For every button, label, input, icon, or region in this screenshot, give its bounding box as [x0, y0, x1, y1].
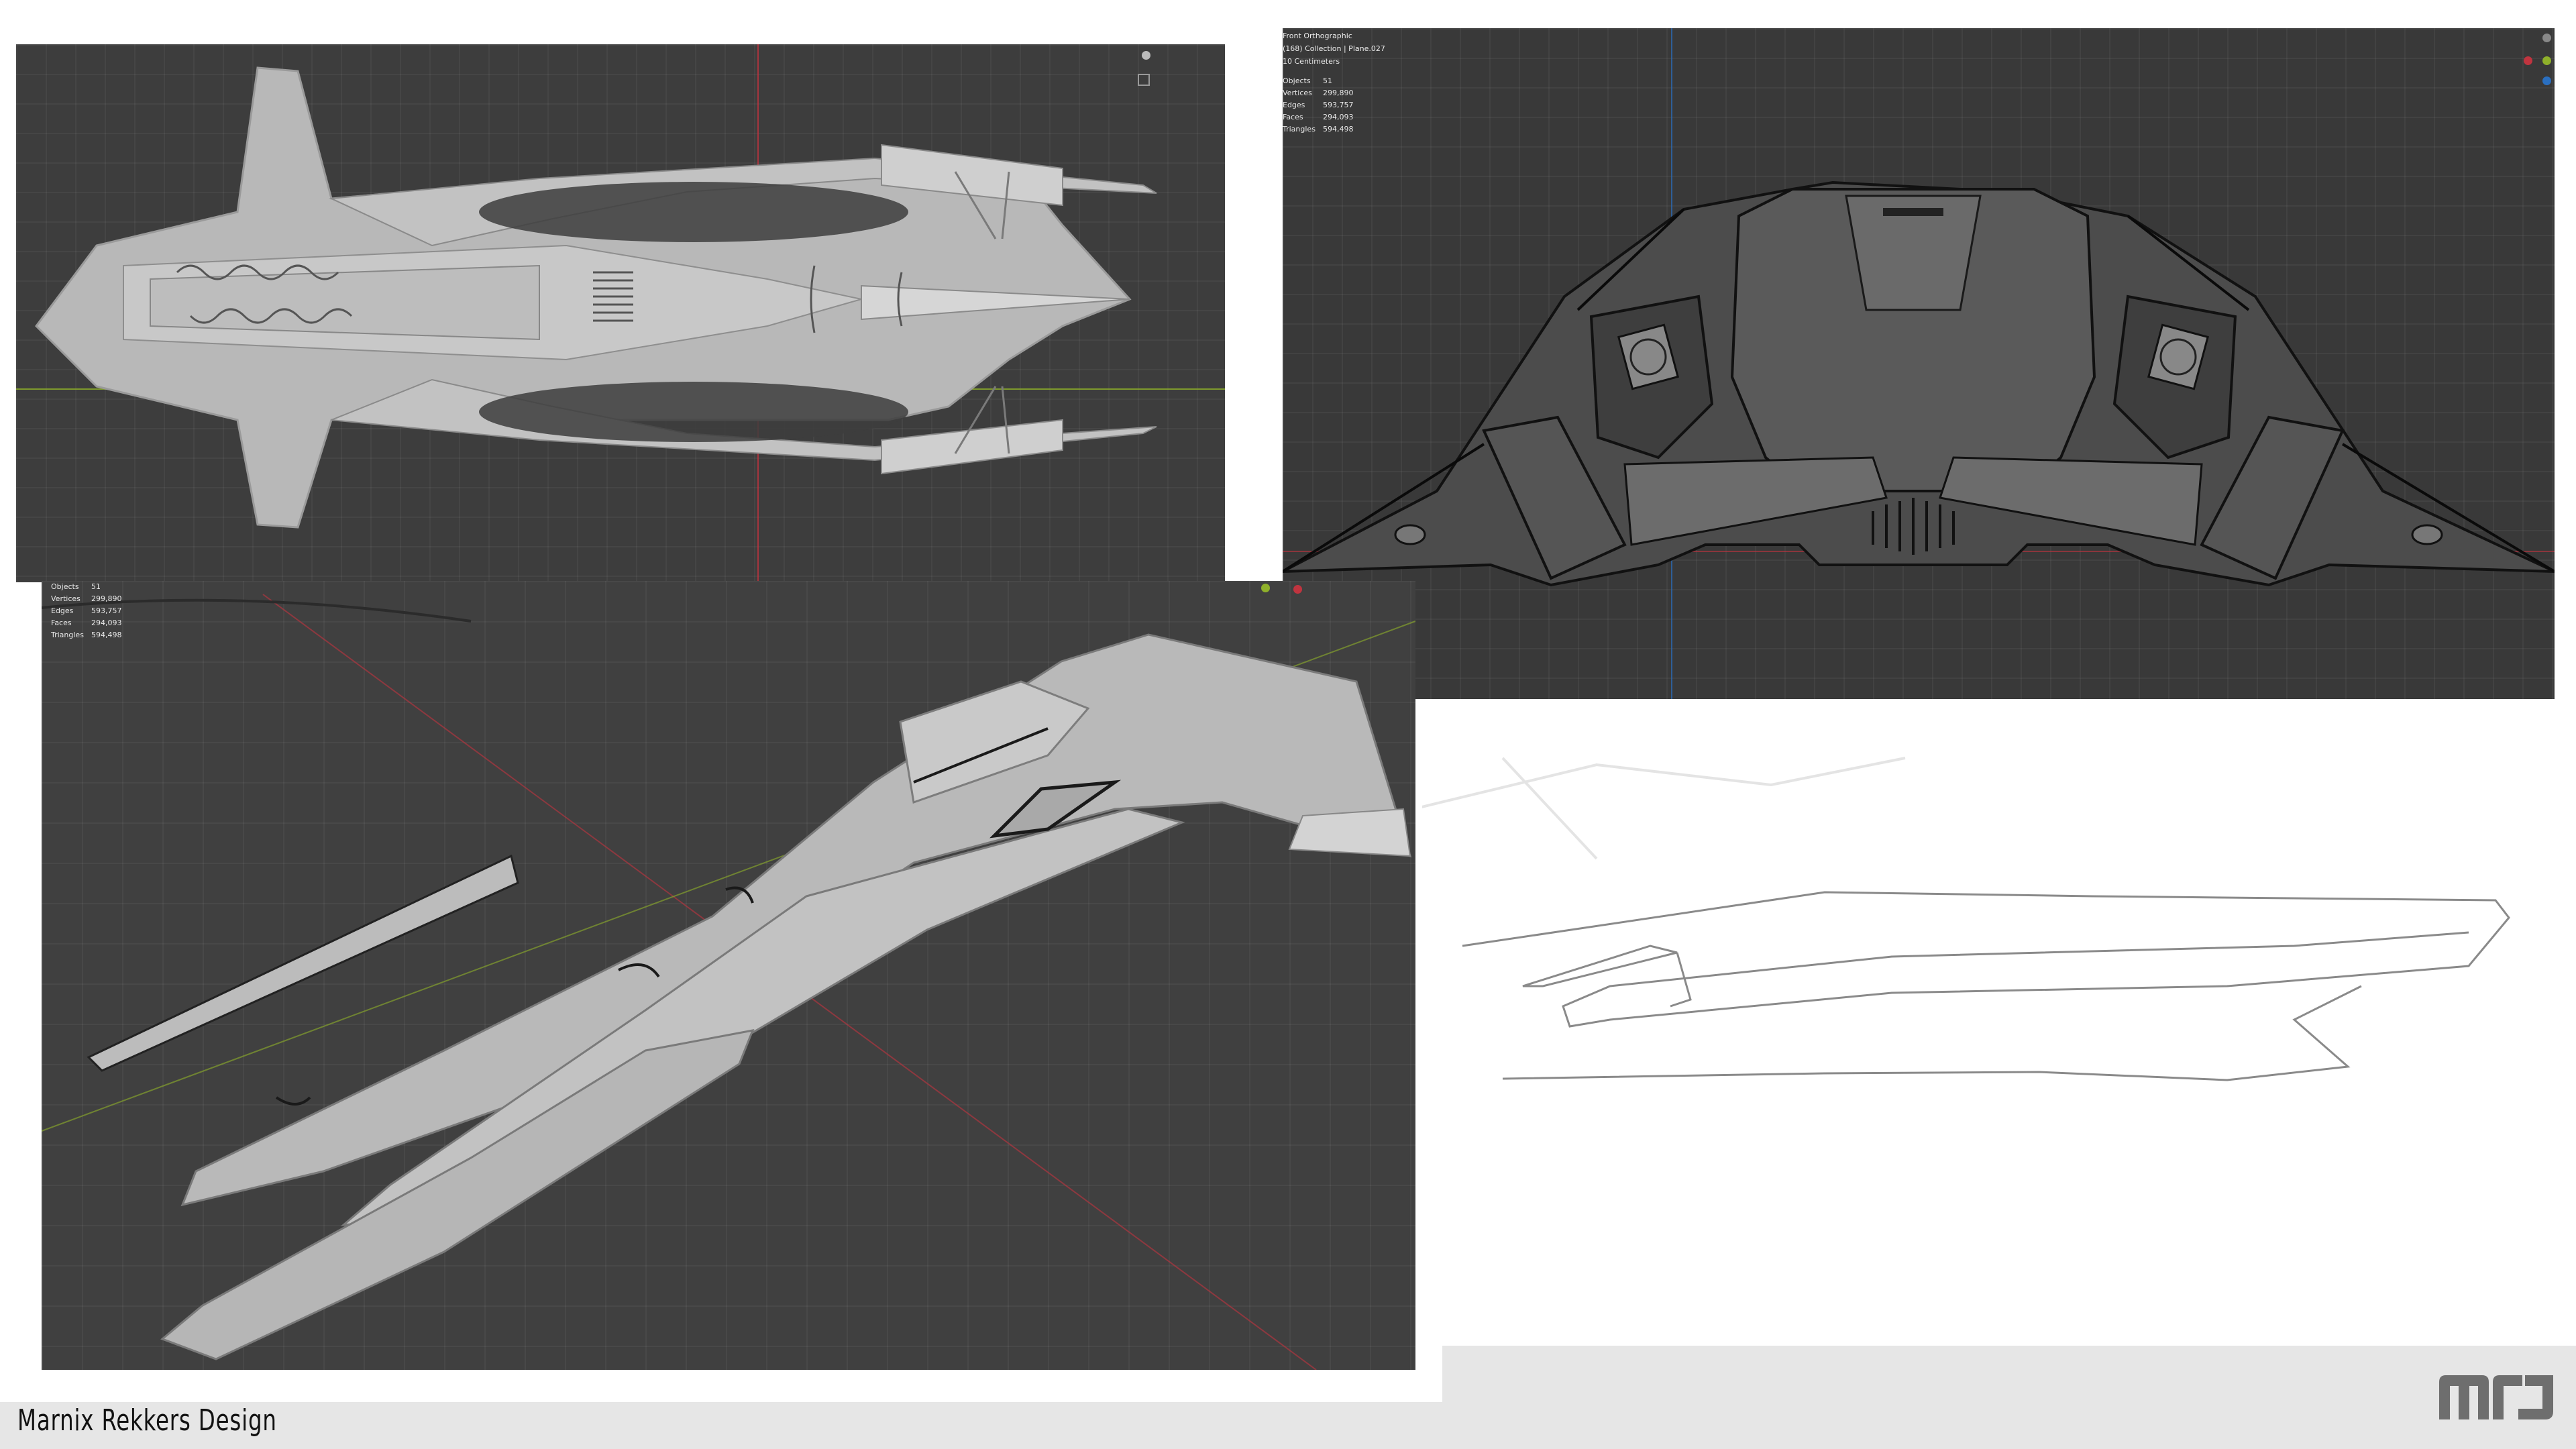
collection-name: (168) Collection | Plane.027	[1283, 44, 1385, 53]
viewport-perspective-view[interactable]: Objects 51 Vertices 299,890 Edges 593,757 F…	[42, 581, 1415, 1370]
stat-value: 594,498	[91, 631, 122, 639]
stat-label: Triangles	[51, 631, 84, 639]
stat-value: 294,093	[1323, 113, 1354, 121]
footer-band-left	[0, 1402, 1442, 1449]
stats-overlay: Objects 51 Vertices 299,890 Edges 593,757 F…	[1283, 75, 1354, 136]
front-view-model	[1283, 28, 2555, 699]
viewport-header: Front Orthographic (168) Collection | Pl…	[1283, 30, 1385, 68]
grid-toggle-icon[interactable]	[1138, 74, 1150, 86]
nav-gizmo-icon[interactable]	[1142, 51, 1150, 60]
scale-label: 10 Centimeters	[1283, 57, 1340, 66]
viewport-front-view[interactable]: Front Orthographic (168) Collection | Pl…	[1283, 28, 2555, 699]
stat-label: Edges	[1283, 101, 1305, 109]
stat-label: Vertices	[51, 594, 80, 603]
stat-label: Triangles	[1283, 125, 1316, 133]
top-view-model	[16, 44, 1225, 582]
axis-y-icon[interactable]	[2542, 56, 2551, 65]
footer-band-right	[1442, 1346, 2576, 1449]
stat-label: Vertices	[1283, 89, 1312, 97]
stat-value: 593,757	[1323, 101, 1354, 109]
axis-y-icon[interactable]	[1261, 584, 1270, 592]
stat-value: 299,890	[1323, 89, 1354, 97]
stat-label: Objects	[1283, 76, 1311, 85]
stat-label: Faces	[51, 619, 72, 627]
stats-overlay: Objects 51 Vertices 299,890 Edges 593,757 F…	[51, 581, 122, 641]
stat-value: 294,093	[91, 619, 122, 627]
viewport-top-view[interactable]	[16, 44, 1225, 582]
brand-name: Marnix Rekkers Design	[17, 1403, 277, 1438]
stat-value: 594,498	[1323, 125, 1354, 133]
stat-label: Objects	[51, 582, 79, 591]
nav-gizmo-icon[interactable]	[2542, 34, 2551, 42]
stat-value: 593,757	[91, 606, 122, 615]
stat-value: 299,890	[91, 594, 122, 603]
stat-label: Faces	[1283, 113, 1303, 121]
side-outline-sketch	[1422, 757, 2510, 1081]
axis-z-icon[interactable]	[2542, 76, 2551, 85]
stat-value: 51	[91, 582, 101, 591]
stat-value: 51	[1323, 76, 1332, 85]
perspective-model	[42, 594, 1415, 1370]
axis-x-icon[interactable]	[1293, 585, 1302, 594]
axis-x-icon[interactable]	[2524, 56, 2532, 65]
view-name: Front Orthographic	[1283, 32, 1352, 40]
stat-label: Edges	[51, 606, 74, 615]
mrj-logo	[2439, 1375, 2553, 1419]
